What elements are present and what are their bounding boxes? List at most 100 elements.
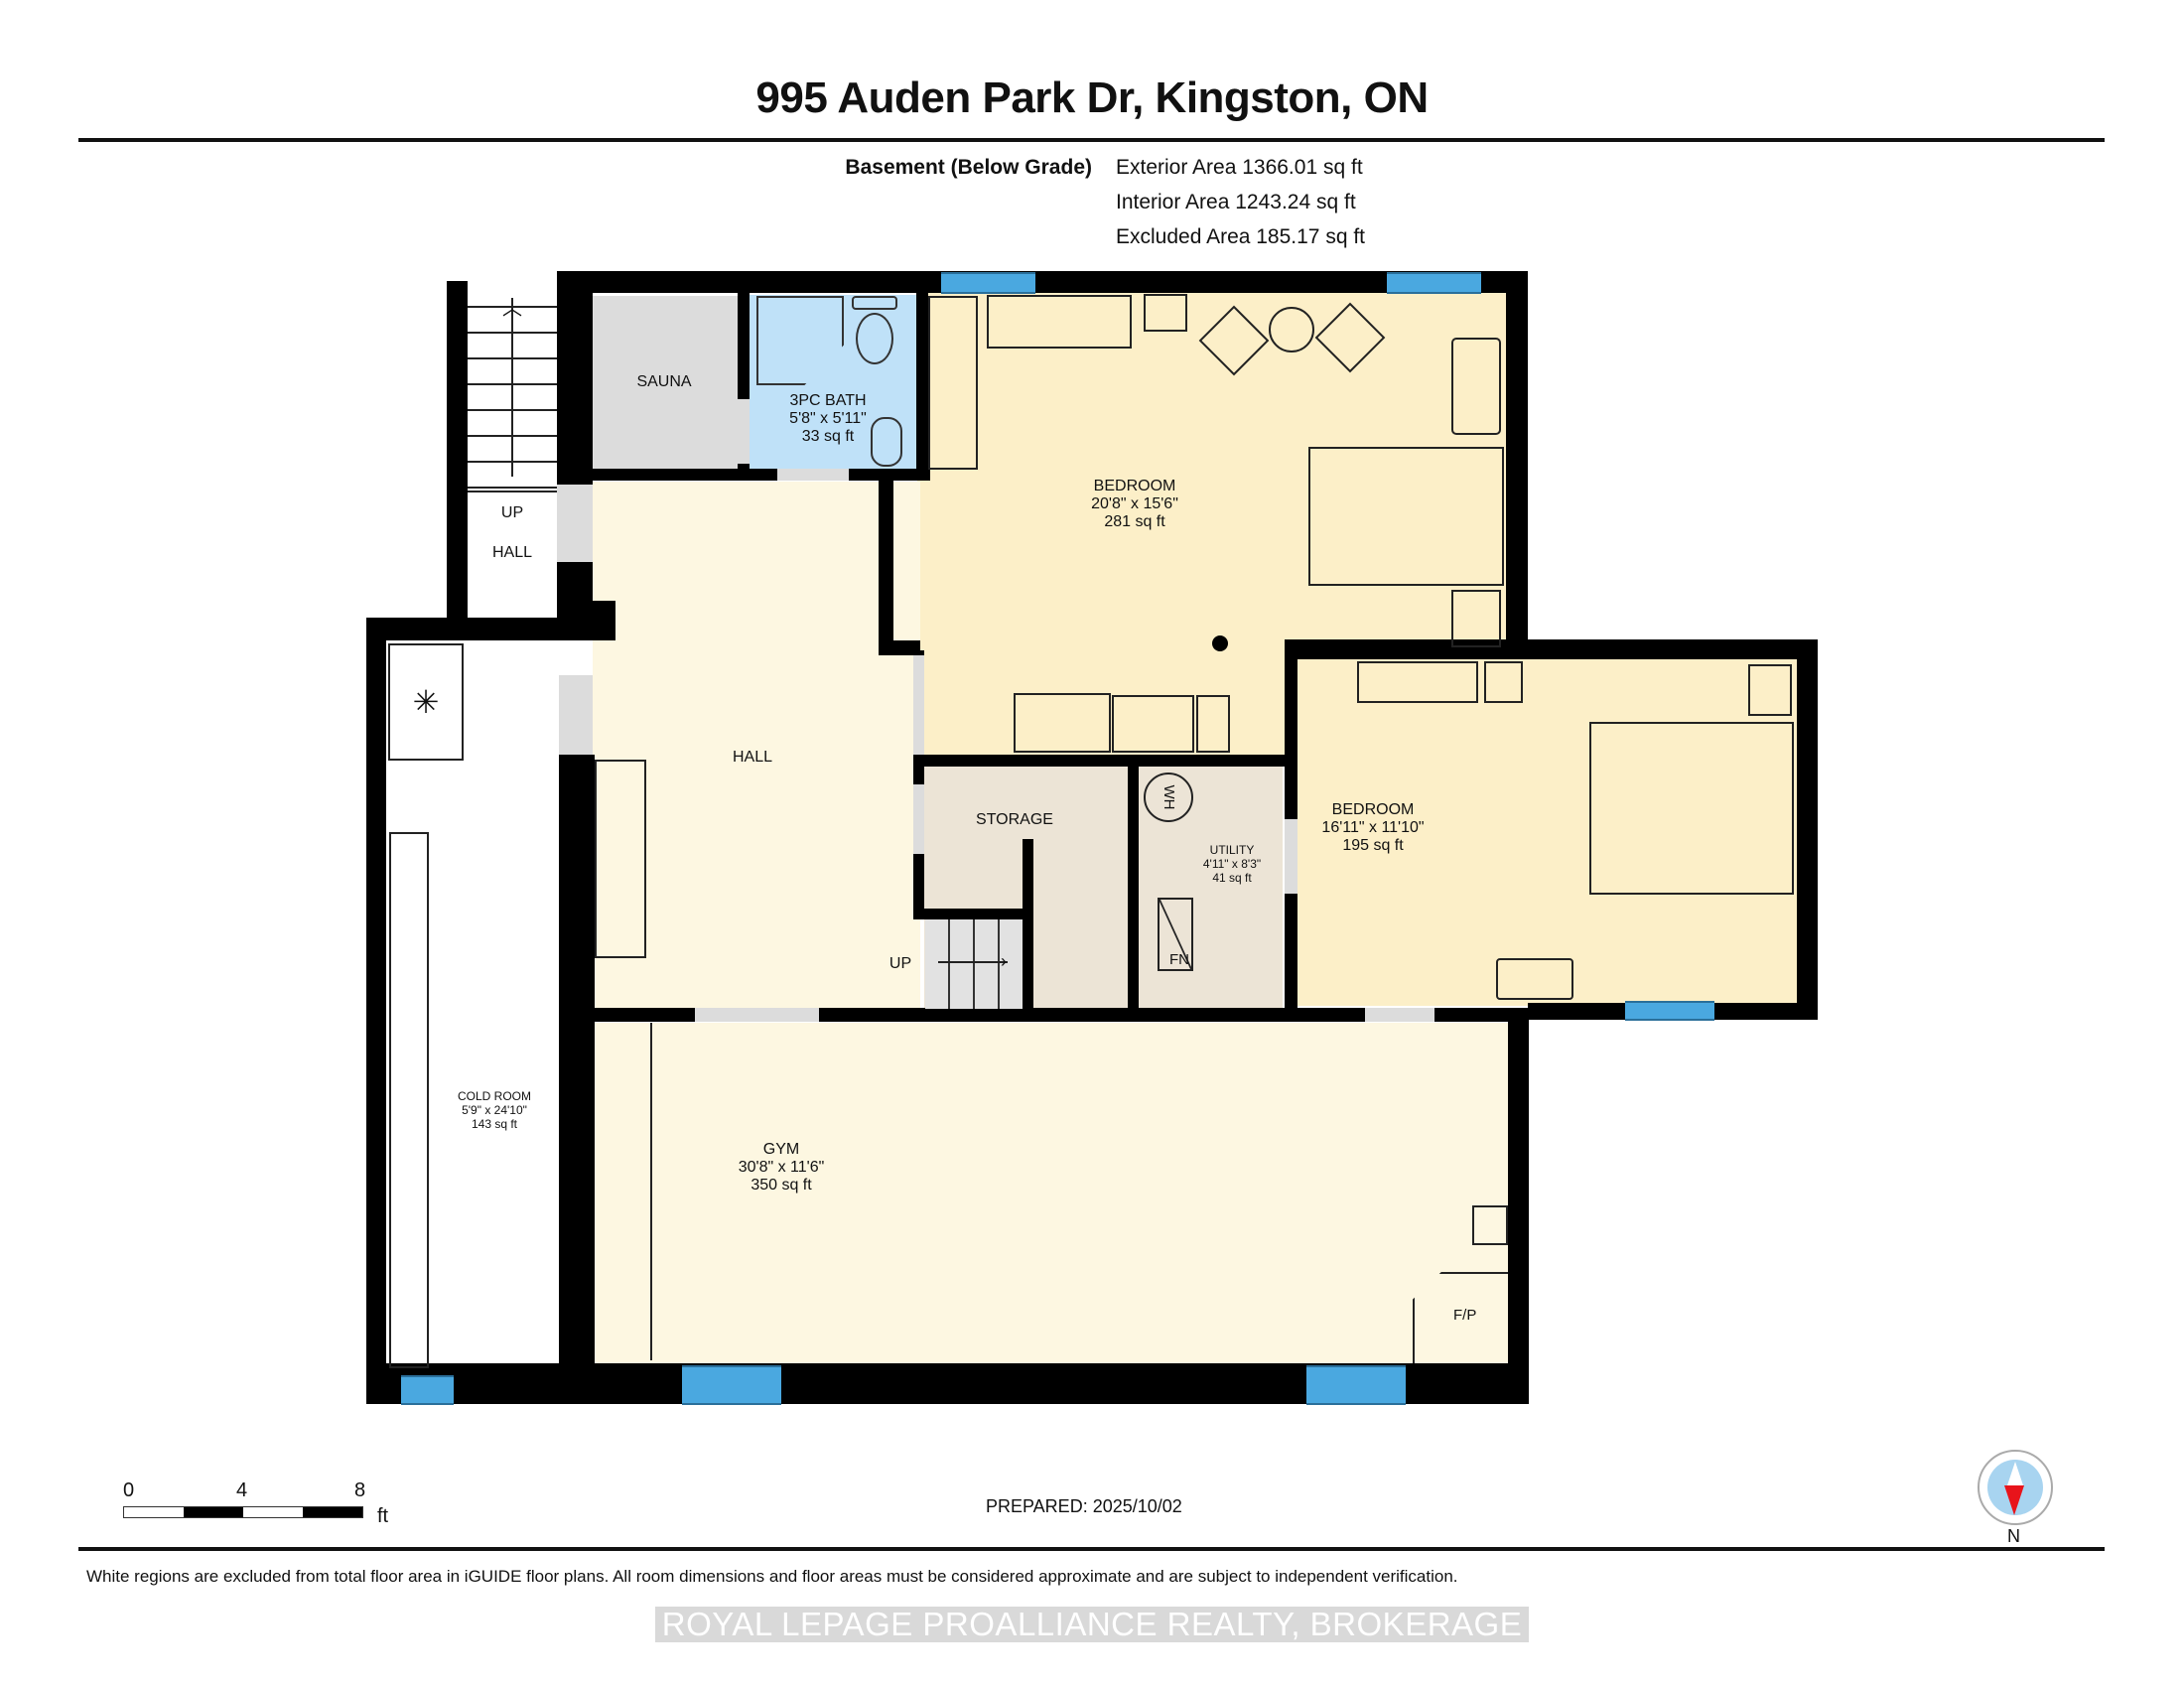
page-title: 995 Auden Park Dr, Kingston, ON — [755, 73, 1429, 122]
scale-tick-8: 8 — [354, 1479, 366, 1501]
gym-name: GYM — [762, 1141, 800, 1158]
cabinet — [1196, 695, 1230, 753]
wall — [559, 755, 595, 1363]
storage-up-label: UP — [888, 955, 912, 972]
door-bedroom-1[interactable] — [913, 655, 924, 755]
staircase-lower[interactable] — [925, 919, 1023, 1009]
wall — [1506, 271, 1528, 646]
scale-unit: ft — [377, 1505, 389, 1527]
door-utility[interactable] — [1285, 819, 1297, 894]
bath-dims: 5'8" x 5'11" — [789, 410, 867, 427]
wall — [593, 469, 930, 481]
wall — [1797, 639, 1818, 1020]
footer-divider — [78, 1547, 2105, 1551]
wall — [557, 281, 593, 485]
floor-plan: ︿ UP HALL › UP SAUNA 3PC BATH 5'8" x 5'1… — [366, 271, 1818, 1405]
brokerage-watermark: ROYAL LEPAGE PROALLIANCE REALTY, BROKERA… — [655, 1607, 1529, 1642]
cold-room-dims: 5'9" x 24'10" — [462, 1103, 527, 1117]
desk — [1496, 958, 1573, 1000]
bedroom-1-name: BEDROOM — [1093, 478, 1176, 494]
prepared-date: PREPARED: 2025/10/02 — [986, 1496, 1182, 1516]
room-bedroom-1[interactable] — [917, 293, 1508, 645]
door-sauna[interactable] — [738, 399, 750, 464]
door-bedroom-2[interactable] — [1365, 1008, 1434, 1022]
storage-label: STORAGE — [976, 811, 1053, 828]
stair-arrowhead-icon: ︿ — [502, 298, 522, 320]
wall — [913, 909, 1032, 919]
window — [1306, 1365, 1406, 1405]
bedroom-2-name: BEDROOM — [1331, 801, 1415, 818]
utility-area: 41 sq ft — [1212, 871, 1252, 885]
compass-north-label: N — [2007, 1526, 2020, 1546]
nightstand — [1484, 661, 1523, 703]
furnace-icon — [1158, 898, 1193, 971]
window — [401, 1375, 454, 1405]
wall — [557, 271, 1528, 293]
stair-lower-arrowhead-icon: › — [1001, 951, 1007, 971]
wall — [1508, 1011, 1529, 1404]
wall — [1285, 645, 1297, 819]
nightstand — [1144, 294, 1187, 332]
desk — [1451, 338, 1501, 435]
gym-area: 350 sq ft — [751, 1177, 812, 1194]
scale-bar-graphic — [123, 1506, 363, 1518]
scale-tick-4: 4 — [236, 1479, 248, 1501]
gym-dims: 30'8" x 11'6" — [738, 1159, 825, 1176]
stair-up-label: UP — [500, 504, 524, 521]
wall — [913, 755, 1285, 767]
toilet-icon — [856, 313, 893, 364]
room-bedroom-1-lower — [917, 645, 1285, 755]
wall — [879, 640, 920, 655]
header-divider — [78, 138, 2105, 142]
shower-icon — [756, 296, 844, 385]
room-sauna[interactable] — [593, 296, 738, 469]
stair-hall-label: HALL — [491, 544, 533, 561]
door-storage[interactable] — [913, 784, 924, 854]
bedroom-2-dims: 16'11" x 11'10" — [1321, 819, 1425, 836]
water-heater-label: WH — [1160, 784, 1177, 810]
freezer-icon: ✳ — [388, 643, 464, 761]
desk — [987, 295, 1132, 349]
nightstand — [1748, 664, 1792, 716]
wall — [879, 481, 893, 649]
dresser — [1014, 693, 1111, 753]
door-gym-double[interactable] — [695, 1008, 819, 1022]
excluded-area: Excluded Area 185.17 sq ft — [1116, 225, 1366, 248]
bath-area: 33 sq ft — [801, 428, 855, 445]
sauna-label: SAUNA — [636, 373, 692, 390]
disclaimer: White regions are excluded from total fl… — [86, 1567, 1458, 1586]
room-hall-main[interactable] — [593, 482, 920, 1008]
room-bedroom-2[interactable] — [1297, 658, 1797, 1006]
wall — [916, 288, 928, 477]
bed — [1589, 722, 1794, 895]
wall — [1128, 765, 1139, 1013]
interior-area: Interior Area 1243.24 sq ft — [1116, 191, 1356, 213]
door-stair-hall[interactable] — [557, 485, 593, 562]
window — [682, 1365, 781, 1405]
toilet-tank-icon — [852, 296, 897, 310]
bath-name: 3PC BATH — [789, 392, 867, 409]
bedroom-1-area: 281 sq ft — [1104, 513, 1165, 530]
shelving-unit — [389, 832, 429, 1368]
bench — [595, 760, 646, 958]
cold-room-name: COLD ROOM — [457, 1089, 532, 1103]
support-post-icon — [1212, 635, 1228, 651]
window — [1387, 272, 1481, 294]
bedroom-1-dims: 20'8" x 15'6" — [1091, 495, 1178, 512]
door-bath[interactable] — [777, 469, 849, 481]
compass-icon — [1978, 1450, 2053, 1525]
dresser — [1112, 695, 1194, 753]
wall — [1285, 639, 1818, 659]
nightstand — [1451, 590, 1501, 647]
wall — [913, 755, 924, 784]
sink-icon — [871, 417, 902, 467]
room-gym[interactable] — [595, 1023, 1508, 1365]
level-label: Basement (Below Grade) — [845, 156, 1092, 179]
wall — [366, 618, 386, 1404]
room-cold-room[interactable] — [386, 640, 559, 1385]
wall — [557, 601, 615, 640]
side-table — [1269, 307, 1314, 352]
cabinet — [1472, 1205, 1508, 1245]
door-cold-room[interactable] — [559, 675, 593, 755]
dresser — [928, 296, 978, 470]
